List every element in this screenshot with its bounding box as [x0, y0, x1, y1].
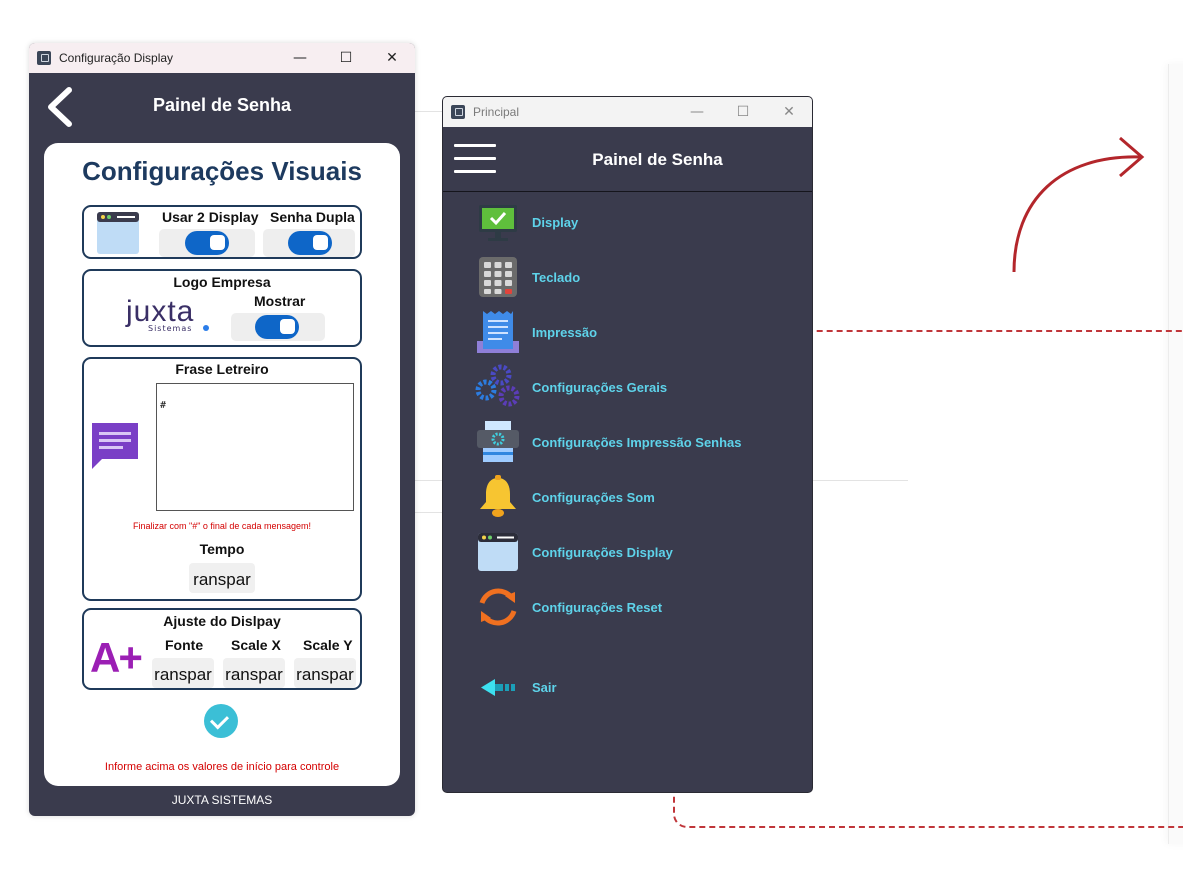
menu-item-impressao[interactable]: Impressão [475, 307, 805, 357]
receipt-icon [477, 311, 519, 353]
menu-label: Configurações Reset [532, 599, 663, 615]
principal-window: Principal — ☐ ✕ Painel de Senha Display [442, 96, 813, 793]
menu-label: Configurações Som [532, 489, 655, 505]
maximize-icon[interactable]: ☐ [736, 104, 750, 120]
usar-2-display-label: Usar 2 Display [162, 209, 259, 225]
menu-label: Configurações Gerais [532, 379, 668, 395]
confirm-check-button[interactable] [204, 704, 238, 738]
usar-2-display-toggle-bg [159, 229, 255, 257]
hamburger-menu-icon[interactable] [454, 144, 496, 174]
font-size-icon: A+ [90, 634, 143, 681]
display-options-group: Usar 2 Display Senha Dupla [82, 205, 362, 259]
menu-item-configuracoes-display[interactable]: Configurações Display [475, 527, 805, 577]
menu-item-configuracoes-reset[interactable]: Configurações Reset [475, 582, 805, 632]
menu-label: Display [532, 214, 579, 230]
menu-label: Teclado [532, 269, 581, 285]
header: Painel de Senha [29, 73, 415, 143]
background-card [1168, 64, 1183, 844]
keypad-icon [479, 257, 517, 297]
fonte-input[interactable]: ranspar [152, 658, 214, 688]
browser-window-icon [478, 533, 518, 571]
tempo-input[interactable]: ranspar [189, 563, 255, 593]
scale-x-label: Scale X [231, 637, 281, 653]
menu-item-display[interactable]: Display [475, 197, 805, 247]
back-chevron-icon[interactable] [43, 87, 77, 127]
menu-item-configuracoes-gerais[interactable]: Configurações Gerais [475, 362, 805, 412]
printer-gear-icon [477, 421, 519, 462]
close-icon[interactable]: ✕ [386, 50, 398, 66]
frase-textarea[interactable]: # [156, 383, 354, 511]
settings-card: Configurações Visuais Usar 2 Display Sen… [44, 143, 400, 786]
ajuste-display-group: Ajuste do Dislpay A+ Fonte Scale X Scale… [82, 608, 362, 690]
menu-label: Configurações Impressão Senhas [532, 434, 742, 450]
app-icon [451, 105, 465, 119]
card-title: Configurações Visuais [82, 156, 362, 186]
logo-dot [203, 325, 209, 331]
mostrar-toggle-bg [231, 313, 325, 341]
config-display-window: Configuração Display — ☐ ✕ Painel de Sen… [29, 43, 415, 816]
senha-dupla-label: Senha Dupla [270, 209, 355, 225]
usar-2-display-toggle[interactable] [185, 231, 229, 255]
monitor-icon [479, 205, 517, 241]
ajuste-display-label: Ajuste do Dislpay [163, 613, 281, 629]
menu-item-teclado[interactable]: Teclado [475, 252, 805, 302]
curved-arrow-icon [1012, 136, 1145, 273]
header: Painel de Senha [443, 127, 812, 192]
logo-subtext: Sistemas [148, 324, 193, 333]
app-icon [37, 51, 51, 65]
logo-empresa-label: Logo Empresa [173, 274, 271, 290]
menu-item-configuracoes-som[interactable]: Configurações Som [475, 472, 805, 522]
senha-dupla-toggle-bg [263, 229, 355, 257]
window-title: Configuração Display [59, 51, 174, 65]
menu-label: Configurações Display [532, 544, 673, 560]
scale-y-label: Scale Y [303, 637, 353, 653]
scale-x-input[interactable]: ranspar [223, 658, 285, 688]
exit-arrow-icon [481, 679, 515, 696]
browser-window-icon [97, 212, 139, 254]
tempo-label: Tempo [199, 541, 245, 557]
frase-letreiro-group: Frase Letreiro # Finalizar com "#" o fin… [82, 357, 362, 601]
message-icon [92, 423, 138, 469]
gears-icon [475, 364, 520, 407]
bell-icon [480, 475, 516, 517]
minimize-icon[interactable]: — [293, 50, 307, 66]
menu-label: Sair [532, 679, 557, 695]
title-bar[interactable]: Configuração Display — ☐ ✕ [29, 43, 415, 73]
scale-y-input[interactable]: ranspar [294, 658, 356, 688]
minimize-icon[interactable]: — [690, 104, 704, 120]
footer-brand: JUXTA SISTEMAS [171, 793, 273, 807]
page-title: Painel de Senha [152, 95, 292, 115]
menu-item-sair[interactable]: Sair [475, 662, 805, 712]
footer-hint: Informe acima os valores de início para … [104, 761, 340, 773]
mostrar-label: Mostrar [254, 293, 306, 309]
frase-hint: Finalizar com "#" o final de cada mensag… [133, 521, 311, 531]
window-title: Principal [473, 105, 520, 119]
company-logo: juxta Sistemas [126, 295, 211, 335]
refresh-icon [479, 588, 517, 626]
logo-group: Logo Empresa juxta Sistemas Mostrar [82, 269, 362, 347]
senha-dupla-toggle[interactable] [288, 231, 332, 255]
title-bar[interactable]: Principal — ☐ ✕ [443, 97, 812, 127]
mostrar-logo-toggle[interactable] [255, 315, 299, 339]
maximize-icon[interactable]: ☐ [339, 50, 353, 66]
logo-text: juxta [126, 295, 195, 328]
menu-label: Impressão [532, 324, 598, 340]
fonte-label: Fonte [165, 637, 204, 653]
page-title: Painel de Senha [592, 150, 723, 169]
close-icon[interactable]: ✕ [783, 104, 795, 120]
frase-letreiro-label: Frase Letreiro [175, 361, 269, 377]
menu-item-configuracoes-impressao-senhas[interactable]: Configurações Impressão Senhas [475, 417, 805, 467]
